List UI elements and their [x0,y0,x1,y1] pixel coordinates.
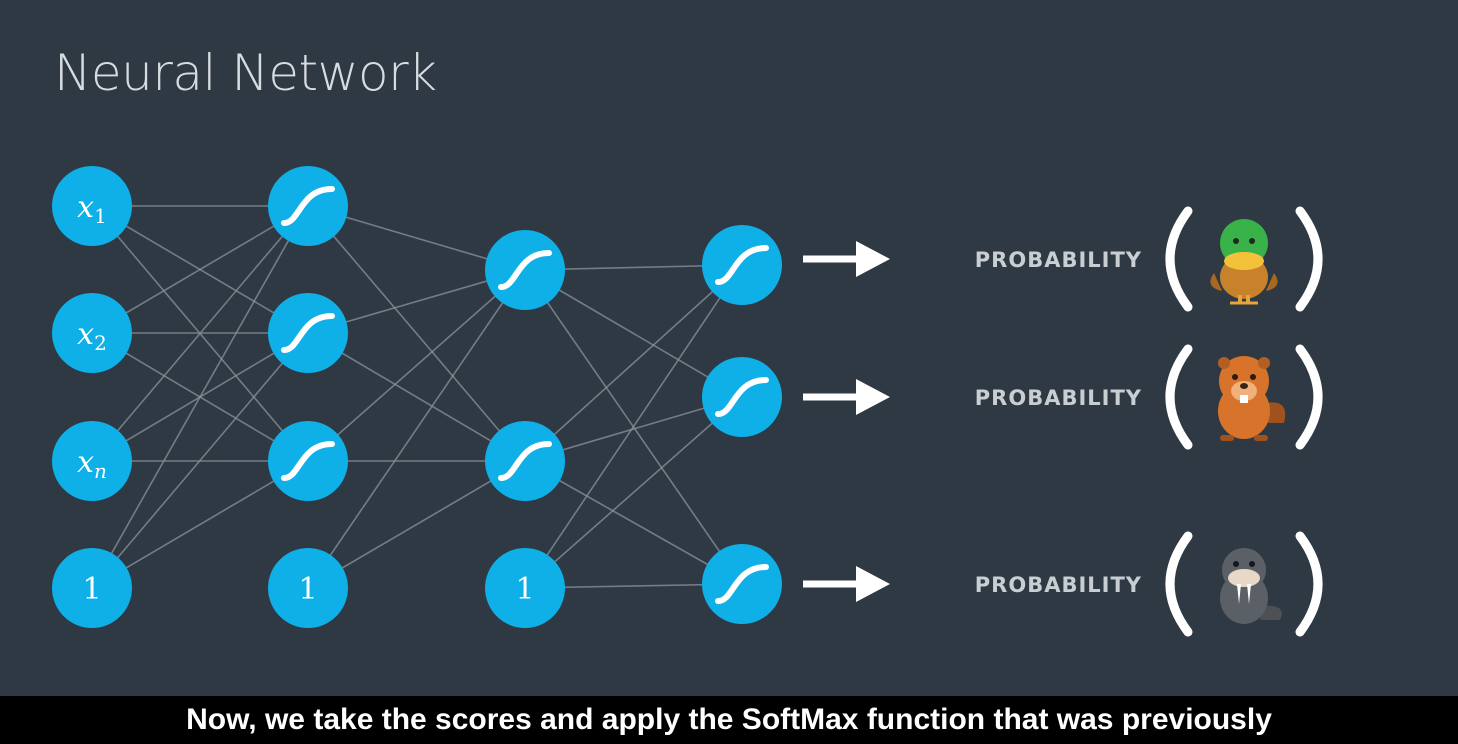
connection-line [307,269,526,462]
hidden-node [485,230,565,310]
sigmoid-icon [281,186,335,226]
connection-line [524,460,743,585]
bias-node: 1 [52,548,132,628]
sigmoid-icon [281,313,335,353]
connection-line [91,460,309,589]
beaver-icon [1218,356,1286,441]
bias-node: 1 [268,548,348,628]
left-paren [1165,531,1193,637]
hidden-node [485,421,565,501]
sigmoid-icon [715,245,769,285]
hidden-node [268,293,348,373]
connections [91,205,743,589]
sigmoid-icon [498,441,552,481]
connection-line [91,332,309,589]
arrow-icon [856,566,890,602]
sigmoid-icon [281,441,335,481]
connection-line [307,460,526,589]
right-paren [1295,206,1323,312]
left-paren [1165,344,1193,450]
node-label: 1 [515,572,534,607]
bias-node: 1 [485,548,565,628]
connection-line [524,269,743,398]
connection-line [307,269,526,589]
connection-line [524,264,743,589]
connection-line [524,264,743,462]
hidden-node [268,166,348,246]
caption-text: Now, we take the scores and apply the So… [186,703,1272,736]
output-row: PROBABILITY [803,206,1323,312]
diagram-title: Neural Network [54,44,437,102]
connection-line [307,332,526,462]
left-paren [1165,206,1193,312]
outputs: PROBABILITY PROBABILITY PROBABILITY [803,206,1323,637]
connection-line [524,396,743,589]
duck-icon [1210,219,1278,305]
hidden-node [268,421,348,501]
sigmoid-icon [498,250,552,290]
output-row: PROBABILITY [803,531,1323,637]
caption-bar: Now, we take the scores and apply the So… [0,696,1458,744]
right-paren [1295,531,1323,637]
arrow-icon [856,379,890,415]
output-node [702,357,782,437]
connection-line [91,205,309,334]
output-node [702,544,782,624]
probability-label: PROBABILITY [975,386,1142,410]
node-label: 1 [82,572,101,607]
input-node: xn [52,421,132,501]
probability-label: PROBABILITY [975,248,1142,272]
arrow-icon [856,241,890,277]
output-node [702,225,782,305]
right-paren [1295,344,1323,450]
sigmoid-icon [715,377,769,417]
connection-line [307,205,526,462]
node-label: 1 [298,572,317,607]
connection-line [91,205,309,462]
walrus-icon [1220,548,1282,624]
input-node: x2 [52,293,132,373]
probability-label: PROBABILITY [975,573,1142,597]
sigmoid-icon [715,564,769,604]
connection-line [91,205,309,589]
output-row: PROBABILITY [803,344,1323,450]
input-node: x1 [52,166,132,246]
nodes: x1 x2 xn 1 1 1 [52,166,782,628]
